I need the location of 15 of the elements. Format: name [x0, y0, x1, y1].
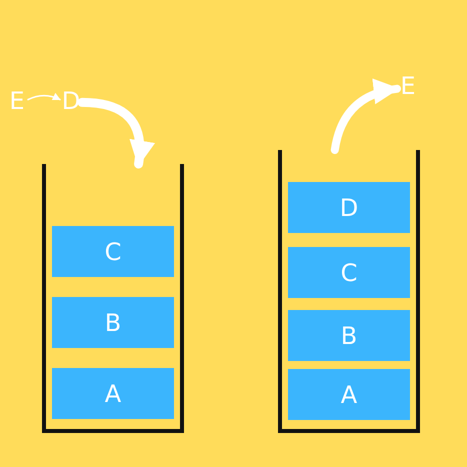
- stack-item: C: [288, 247, 410, 298]
- arrow: [27, 92, 61, 100]
- item-letter: E: [397, 72, 419, 100]
- stack-item: A: [288, 369, 410, 420]
- stack-item: D: [288, 182, 410, 233]
- stack-container: [278, 150, 420, 433]
- stack-item: C: [52, 226, 174, 277]
- stack-container: [42, 164, 184, 433]
- stack-item: B: [52, 297, 174, 348]
- item-letter: D: [60, 87, 82, 115]
- stack-item: B: [288, 310, 410, 361]
- stack-item: A: [52, 368, 174, 419]
- curved-arrow: [330, 80, 401, 154]
- curved-arrow: [78, 98, 154, 168]
- item-letter: E: [6, 87, 28, 115]
